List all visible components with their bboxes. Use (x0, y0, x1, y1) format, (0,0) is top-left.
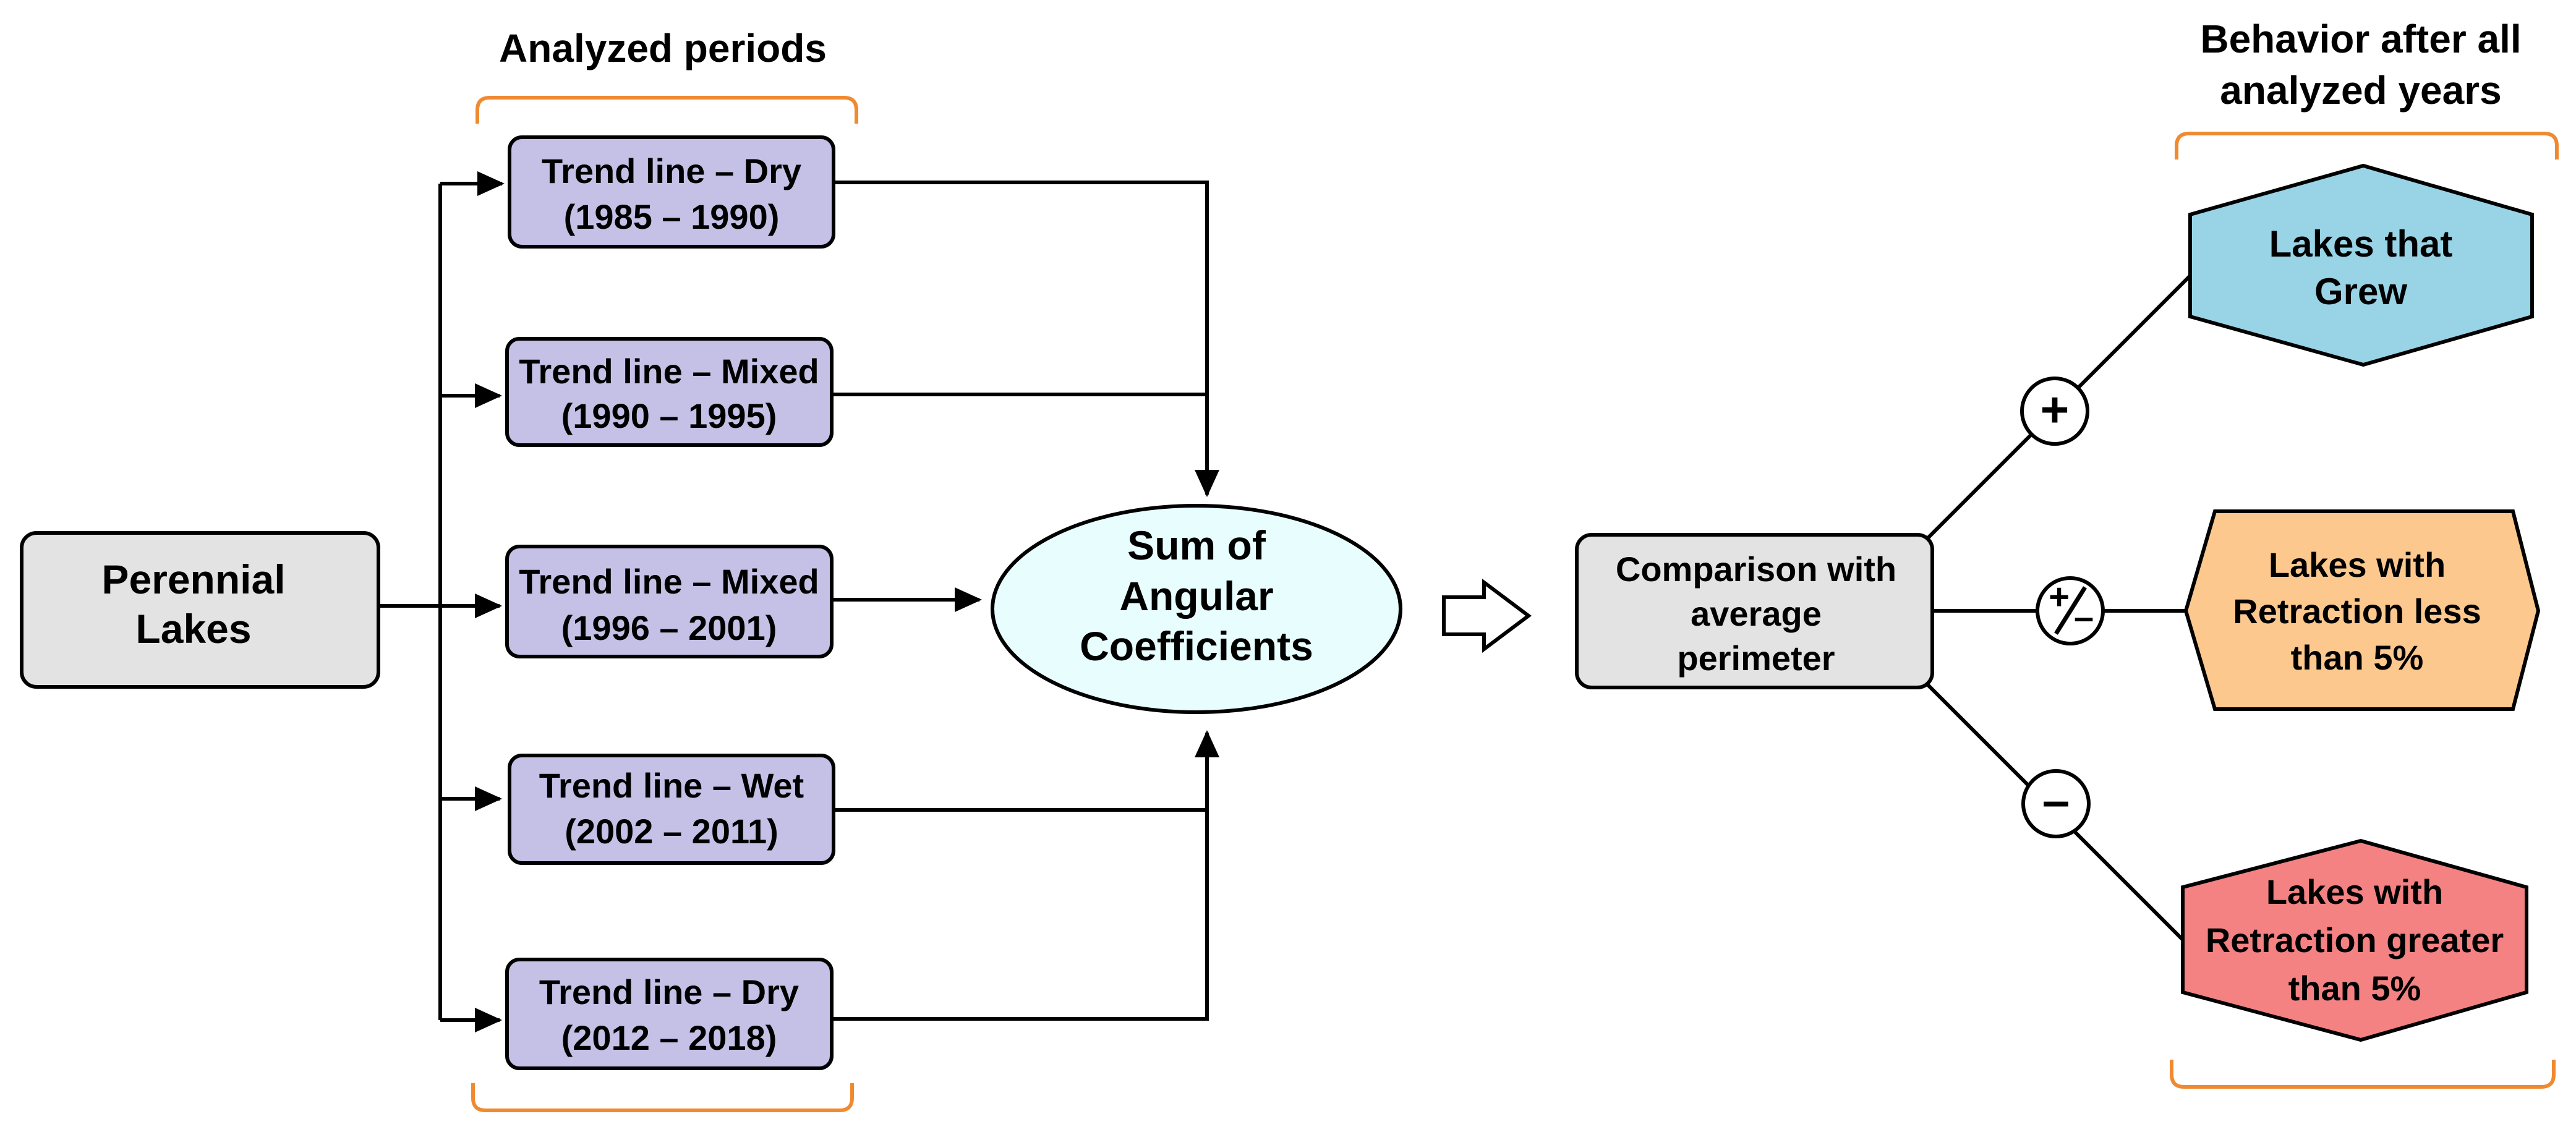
period-2-label: Trend line – Mixed (519, 352, 819, 391)
comparison-box (1575, 533, 1934, 689)
plus-minus-plus-glyph: + (2049, 577, 2070, 617)
period-box-4 (508, 754, 835, 865)
behavior-header-line2: analyzed years (2220, 68, 2501, 113)
behavior-header-line1: Behavior after all (2200, 17, 2521, 61)
period-box-1 (508, 135, 835, 249)
retraction-less-label-line2: Retraction less (2233, 592, 2481, 631)
perennial-lakes-label-line1: Perennial (101, 556, 285, 602)
lakes-retraction-less-hexagon (2183, 509, 2541, 711)
period-box-2 (505, 337, 834, 447)
hollow-arrow-icon (1442, 579, 1532, 653)
plus-minus-sign-icon: + – (2036, 576, 2105, 645)
plus-sign-icon: + (2020, 377, 2089, 446)
minus-sign-icon: – (2021, 769, 2091, 838)
period-1-years: (1985 – 1990) (564, 197, 780, 236)
analyzed-periods-bottom-bracket (471, 1083, 854, 1112)
retraction-greater-label-line2: Retraction greater (2206, 921, 2504, 960)
analyzed-periods-top-bracket (476, 96, 858, 124)
perennial-lakes-box (20, 531, 380, 689)
sum-label-line2: Angular (1119, 573, 1273, 619)
behavior-top-bracket (2175, 132, 2559, 160)
period-1-to-sum-line (834, 181, 1219, 497)
retraction-less-label-line1: Lakes with (2269, 545, 2446, 584)
retraction-less-label-line3: than 5% (2291, 638, 2424, 677)
grew-label-line2: Grew (2314, 271, 2407, 312)
retraction-greater-label-line3: than 5% (2288, 969, 2421, 1008)
comparison-label-line3: perimeter (1677, 639, 1835, 678)
period-1-label: Trend line – Dry (542, 151, 801, 190)
grew-label-line1: Lakes that (2269, 223, 2453, 265)
period-4-years: (2002 – 2011) (565, 812, 778, 851)
lakes-retraction-greater-hexagon (2181, 838, 2528, 1042)
sum-label-line3: Coefficients (1080, 623, 1313, 669)
period-3-years: (1996 – 2001) (561, 608, 777, 647)
period-3-label: Trend line – Mixed (519, 562, 819, 601)
period-2-years: (1990 – 1995) (561, 396, 777, 435)
period-5-to-sum-line (832, 730, 1219, 1021)
lakes-grew-hexagon (2188, 163, 2534, 367)
sum-label-line1: Sum of (1127, 522, 1266, 568)
period-5-years: (2012 – 2018) (561, 1018, 777, 1057)
retraction-greater-label-line1: Lakes with (2266, 872, 2443, 911)
plus-minus-minus-glyph: – (2074, 597, 2094, 637)
comparison-label-line1: Comparison with (1616, 550, 1896, 589)
analyzed-periods-header: Analyzed periods (499, 26, 827, 70)
minus-sign-glyph: – (2042, 773, 2070, 828)
behavior-bottom-bracket (2170, 1060, 2556, 1089)
perennial-lakes-label-line2: Lakes (135, 606, 251, 652)
period-4-label: Trend line – Wet (539, 766, 804, 805)
period-box-3 (505, 545, 834, 658)
comparison-label-line2: average (1691, 594, 1822, 633)
plus-sign-glyph: + (2041, 382, 2070, 437)
period-5-label: Trend line – Dry (539, 972, 799, 1011)
sum-angular-coefficients-ellipse (991, 504, 1402, 714)
period-box-5 (505, 958, 834, 1070)
